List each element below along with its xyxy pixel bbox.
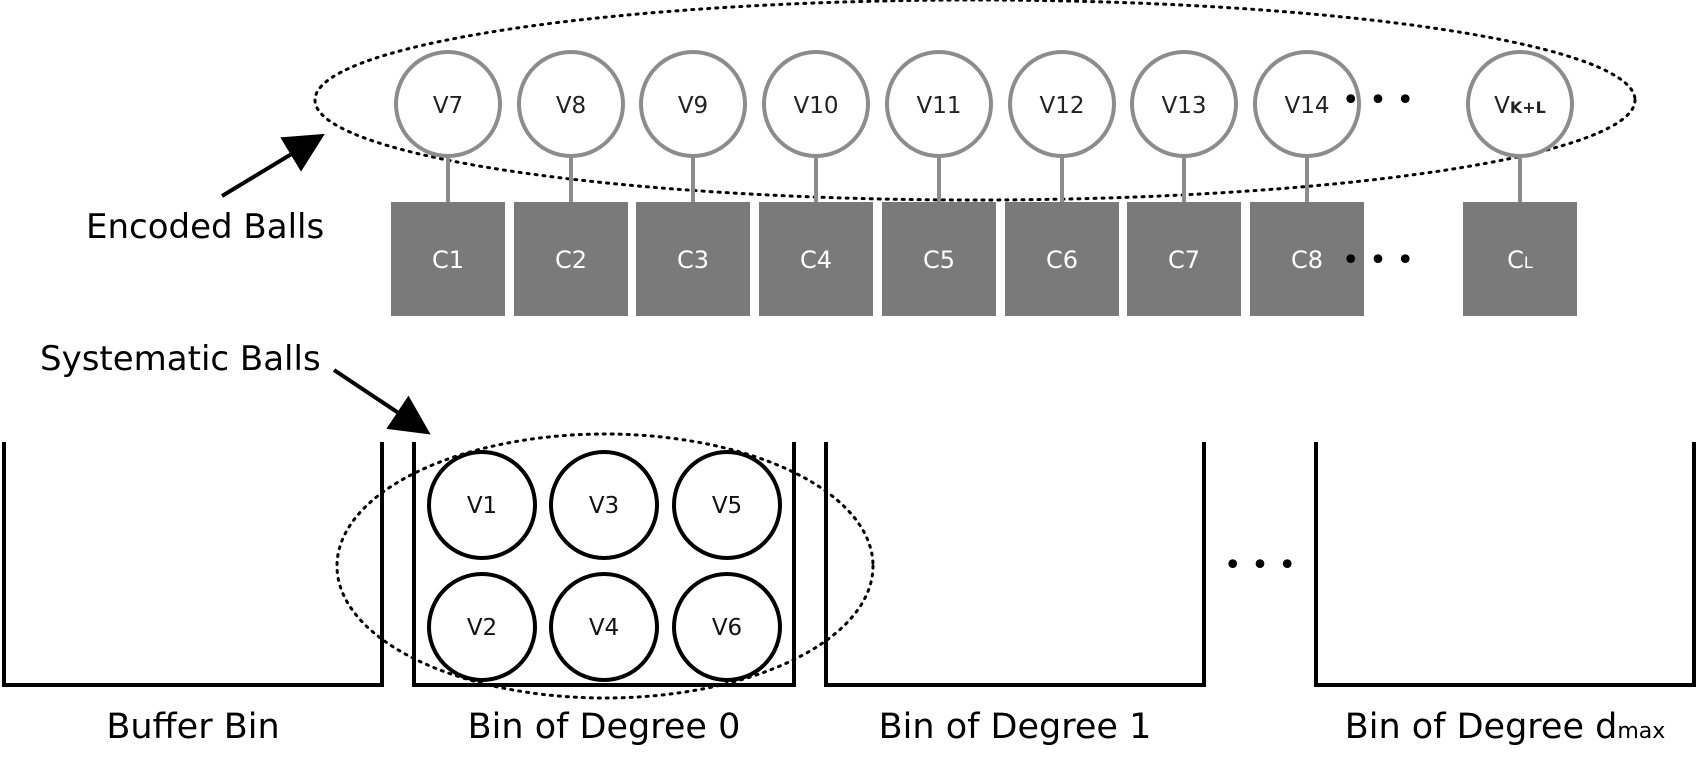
encoded-ball <box>762 50 870 158</box>
check-node-label-main: C1 <box>432 246 464 274</box>
encoded-ball <box>517 50 625 158</box>
systematic-ball-label: V3 <box>589 493 619 519</box>
check-node-label: C6 <box>1046 246 1078 274</box>
check-node <box>1005 202 1119 316</box>
encoded-ball-label-main: V13 <box>1161 93 1206 119</box>
encoded-ball-label: V14 <box>1284 93 1329 119</box>
encoded-ball-label: VK+L <box>1494 93 1546 119</box>
encoded-ball-label-main: V9 <box>678 93 708 119</box>
check-node-label: C2 <box>555 246 587 274</box>
encoded-ball <box>1008 50 1116 158</box>
systematic-ball-label: V1 <box>467 493 497 519</box>
encoded-ball <box>1130 50 1238 158</box>
encoded-ball-label-main: V7 <box>433 93 463 119</box>
bin-degree-0 <box>412 442 796 687</box>
systematic-ball <box>427 450 537 560</box>
encoded-ball-label-main: V <box>1494 93 1510 119</box>
encoded-ball <box>1253 50 1361 158</box>
systematic-ball <box>672 450 782 560</box>
check-node-label-main: C6 <box>1046 246 1078 274</box>
check-node <box>1463 202 1577 316</box>
check-node <box>636 202 750 316</box>
encoded-ball-label: V13 <box>1161 93 1206 119</box>
encoded-ball-label: V11 <box>916 93 961 119</box>
encoded-ball-label-sub: K+L <box>1510 98 1546 117</box>
systematic-ball-label: V5 <box>712 493 742 519</box>
encoded-group-ellipse <box>313 0 1637 202</box>
check-node-label: C3 <box>677 246 709 274</box>
check-node-label: C7 <box>1168 246 1200 274</box>
encoded-ball <box>639 50 747 158</box>
systematic-ball-label: V2 <box>467 615 497 641</box>
check-node-label-main: C7 <box>1168 246 1200 274</box>
check-node <box>391 202 505 316</box>
encoded-layer: C1 C2 C3 C4 C5 C6 C7 C8 CL V7 V8 V9 V10 V11 V12 V13 V14 V… <box>391 50 1577 316</box>
encoded-ball-label: V9 <box>678 93 708 119</box>
systematic-ball-label: V6 <box>712 615 742 641</box>
bin-label-degree-0: Bin of Degree 0 <box>468 707 741 747</box>
systematic-group-ellipse <box>335 432 875 700</box>
check-node <box>759 202 873 316</box>
bins-ellipsis: • • • <box>1224 548 1296 583</box>
check-node-label: C4 <box>800 246 832 274</box>
encoded-ball <box>394 50 502 158</box>
check-node-label: C5 <box>923 246 955 274</box>
check-node <box>882 202 996 316</box>
bin-label-degree-1: Bin of Degree 1 <box>879 707 1152 747</box>
encoded-balls-label: Encoded Balls <box>86 207 324 247</box>
systematic-balls-label: Systematic Balls <box>40 339 321 379</box>
check-node <box>1250 202 1364 316</box>
systematic-ball <box>672 572 782 682</box>
encoded-ball <box>1466 50 1574 158</box>
check-node-label-main: C <box>1507 246 1524 274</box>
encoded-ball-label: V7 <box>433 93 463 119</box>
check-node-label-main: C4 <box>800 246 832 274</box>
check-node-label-sub: L <box>1524 253 1533 272</box>
check-node <box>1127 202 1241 316</box>
encoded-ball-label-main: V10 <box>793 93 838 119</box>
encoded-ball-label-main: V11 <box>916 93 961 119</box>
check-node-label: C1 <box>432 246 464 274</box>
encoded-ball-label-main: V8 <box>556 93 586 119</box>
systematic-ball <box>549 450 659 560</box>
encoded-balls-arrow <box>220 133 325 198</box>
encoded-ball-label-main: V14 <box>1284 93 1329 119</box>
bin-label-dmax-sub: max <box>1617 719 1665 744</box>
encoded-ball-label: V8 <box>556 93 586 119</box>
check-node <box>514 202 628 316</box>
bin-label-buffer: Buffer Bin <box>106 707 279 747</box>
check-ellipsis: • • • <box>1342 243 1414 278</box>
check-node-label: C8 <box>1291 246 1323 274</box>
systematic-ball-label: V4 <box>589 615 619 641</box>
check-node-label-main: C3 <box>677 246 709 274</box>
encoded-ball-label: V10 <box>793 93 838 119</box>
bin-label-degree-dmax: Bin of Degree dmax <box>1345 707 1666 747</box>
systematic-ball <box>549 572 659 682</box>
systematic-ball <box>427 572 537 682</box>
encoded-ball <box>885 50 993 158</box>
bin-degree-dmax <box>1314 442 1696 687</box>
check-node-label-main: C5 <box>923 246 955 274</box>
bin-buffer <box>2 442 384 687</box>
encoded-ellipsis: • • • <box>1342 83 1414 118</box>
encoded-ball-label-main: V12 <box>1039 93 1084 119</box>
bin-degree-1 <box>824 442 1206 687</box>
systematic-balls-arrow <box>332 368 431 435</box>
check-node-label-main: C2 <box>555 246 587 274</box>
bin-label-dmax-main: Bin of Degree d <box>1345 707 1618 747</box>
encoded-ball-label: V12 <box>1039 93 1084 119</box>
check-node-label-main: C8 <box>1291 246 1323 274</box>
check-node-label: CL <box>1507 246 1533 274</box>
